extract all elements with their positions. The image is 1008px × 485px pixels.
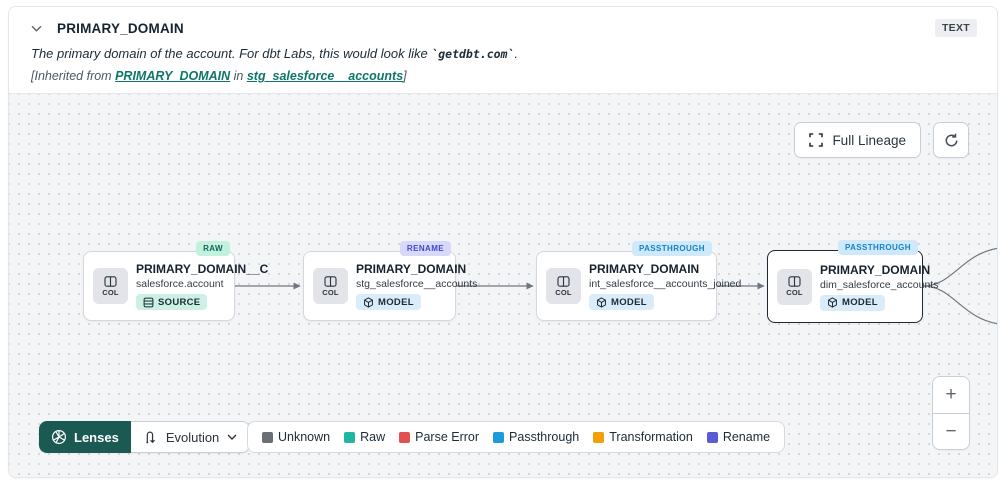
node-column-name: PRIMARY_DOMAIN: [356, 262, 467, 276]
column-description: The primary domain of the account. For d…: [31, 46, 977, 61]
legend-item-passthrough: Passthrough: [493, 430, 579, 444]
legend-swatch: [262, 431, 273, 443]
lineage-node-dim-selected[interactable]: PASSTHROUGH COL PRIMARY_DOMAIN dim_sales…: [767, 240, 938, 323]
collapse-chevron-icon[interactable]: [31, 25, 42, 32]
lenses-button[interactable]: Lenses: [39, 421, 131, 453]
legend-item-unknown: Unknown: [262, 430, 330, 444]
legend-item-raw: Raw: [344, 430, 385, 444]
column-icon: [557, 275, 570, 287]
legend-item-transformation: Transformation: [593, 430, 693, 444]
legend-swatch: [493, 431, 505, 443]
node-tag-label: MODEL: [842, 297, 878, 308]
column-chip: COL: [93, 268, 128, 304]
column-icon: [324, 275, 337, 287]
legend-item-parse-error: Parse Error: [399, 430, 479, 444]
node-model-name: salesforce.account: [136, 278, 224, 290]
col-chip-label: COL: [102, 287, 119, 297]
legend-swatch: [399, 431, 411, 443]
description-text: The primary domain of the account. For d…: [31, 46, 432, 61]
legend-label: Parse Error: [415, 430, 480, 444]
column-chip: COL: [313, 268, 348, 304]
node-model-name: dim_salesforce_accounts: [820, 278, 939, 291]
lineage-node-staging[interactable]: RENAME COL PRIMARY_DOMAIN stg_salesforce…: [303, 241, 477, 321]
full-lineage-label: Full Lineage: [832, 132, 906, 148]
column-title: PRIMARY_DOMAIN: [57, 20, 184, 36]
zoom-controls: + −: [932, 376, 970, 450]
column-type-badge: TEXT: [934, 19, 977, 37]
model-cube-icon: [364, 296, 373, 308]
chevron-down-icon: [227, 434, 237, 440]
node-status-badge: RENAME: [399, 241, 451, 256]
column-chip: COL: [777, 268, 812, 305]
inherited-from-line: [Inherited from PRIMARY_DOMAIN in stg_sa…: [31, 69, 977, 83]
node-status-badge: RAW: [196, 241, 230, 256]
node-tag-label: MODEL: [378, 296, 414, 308]
legend-label: Raw: [360, 430, 386, 444]
column-icon: [788, 276, 801, 287]
inherited-suffix: ]: [403, 69, 407, 83]
lineage-canvas[interactable]: Full Lineage RAW COL PRIMARY_DOMAIN__C s…: [9, 93, 997, 477]
col-chip-label: COL: [322, 287, 339, 297]
description-code: `getdbt.com`: [431, 47, 515, 61]
lenses-label: Lenses: [74, 429, 119, 445]
inherited-model-link[interactable]: stg_salesforce__accounts: [246, 69, 404, 83]
description-suffix: .: [514, 46, 519, 61]
selected-lens-label: Evolution: [165, 429, 220, 445]
column-lineage-panel: PRIMARY_DOMAIN TEXT The primary domain o…: [8, 6, 998, 478]
zoom-in-button[interactable]: +: [933, 377, 969, 413]
lineage-edges: [235, 247, 997, 325]
node-model-name: int_salesforce__accounts_joined: [589, 278, 742, 290]
inherited-middle: in: [230, 69, 247, 83]
model-cube-icon: [828, 297, 837, 308]
node-status-badge: PASSTHROUGH: [631, 241, 712, 256]
node-resource-tag: MODEL: [820, 294, 885, 311]
node-column-name: PRIMARY_DOMAIN__C: [136, 262, 269, 276]
zoom-out-button[interactable]: −: [933, 413, 969, 449]
inherited-prefix: [Inherited from: [31, 69, 116, 83]
column-icon: [104, 275, 117, 287]
col-chip-label: COL: [786, 288, 803, 297]
model-cube-icon: [597, 296, 606, 308]
legend-label: Unknown: [278, 430, 331, 444]
inherited-column-link[interactable]: PRIMARY_DOMAIN: [115, 69, 231, 83]
node-resource-tag: MODEL: [356, 294, 421, 310]
legend-label: Rename: [722, 430, 771, 444]
legend-swatch: [593, 431, 605, 443]
node-column-name: PRIMARY_DOMAIN: [820, 262, 931, 277]
col-chip-label: COL: [555, 287, 572, 297]
node-tag-label: SOURCE: [158, 296, 201, 308]
node-status-badge: PASSTHROUGH: [837, 240, 918, 255]
legend-item-rename: Rename: [706, 430, 771, 444]
lenses-control: Lenses Evolution: [39, 421, 251, 453]
refresh-icon: [943, 132, 960, 149]
full-lineage-button[interactable]: Full Lineage: [794, 122, 921, 158]
legend-label: Transformation: [609, 430, 693, 444]
node-model-name: stg_salesforce__accounts: [356, 278, 478, 290]
node-resource-tag: SOURCE: [136, 294, 208, 310]
node-tag-label: MODEL: [611, 296, 647, 308]
node-resource-tag: MODEL: [589, 294, 654, 310]
refresh-button[interactable]: [933, 122, 969, 158]
fullscreen-icon: [809, 133, 824, 147]
lineage-node-source[interactable]: RAW COL PRIMARY_DOMAIN__C salesforce.acc…: [83, 241, 268, 321]
column-header: PRIMARY_DOMAIN TEXT The primary domain o…: [9, 7, 997, 93]
legend-label: Passthrough: [509, 430, 580, 444]
evolution-legend: Unknown Raw Parse Error Passthrough Tran…: [247, 421, 786, 453]
column-chip: COL: [546, 268, 581, 304]
evolution-icon: [146, 431, 155, 443]
node-column-name: PRIMARY_DOMAIN: [589, 262, 700, 276]
source-icon: [143, 297, 154, 307]
lens-selector-dropdown[interactable]: Evolution: [130, 421, 251, 453]
legend-swatch: [706, 431, 718, 443]
lens-aperture-icon: [51, 429, 67, 445]
lineage-node-intermediate[interactable]: PASSTHROUGH COL PRIMARY_DOMAIN int_sales…: [536, 241, 741, 321]
legend-swatch: [344, 431, 356, 443]
